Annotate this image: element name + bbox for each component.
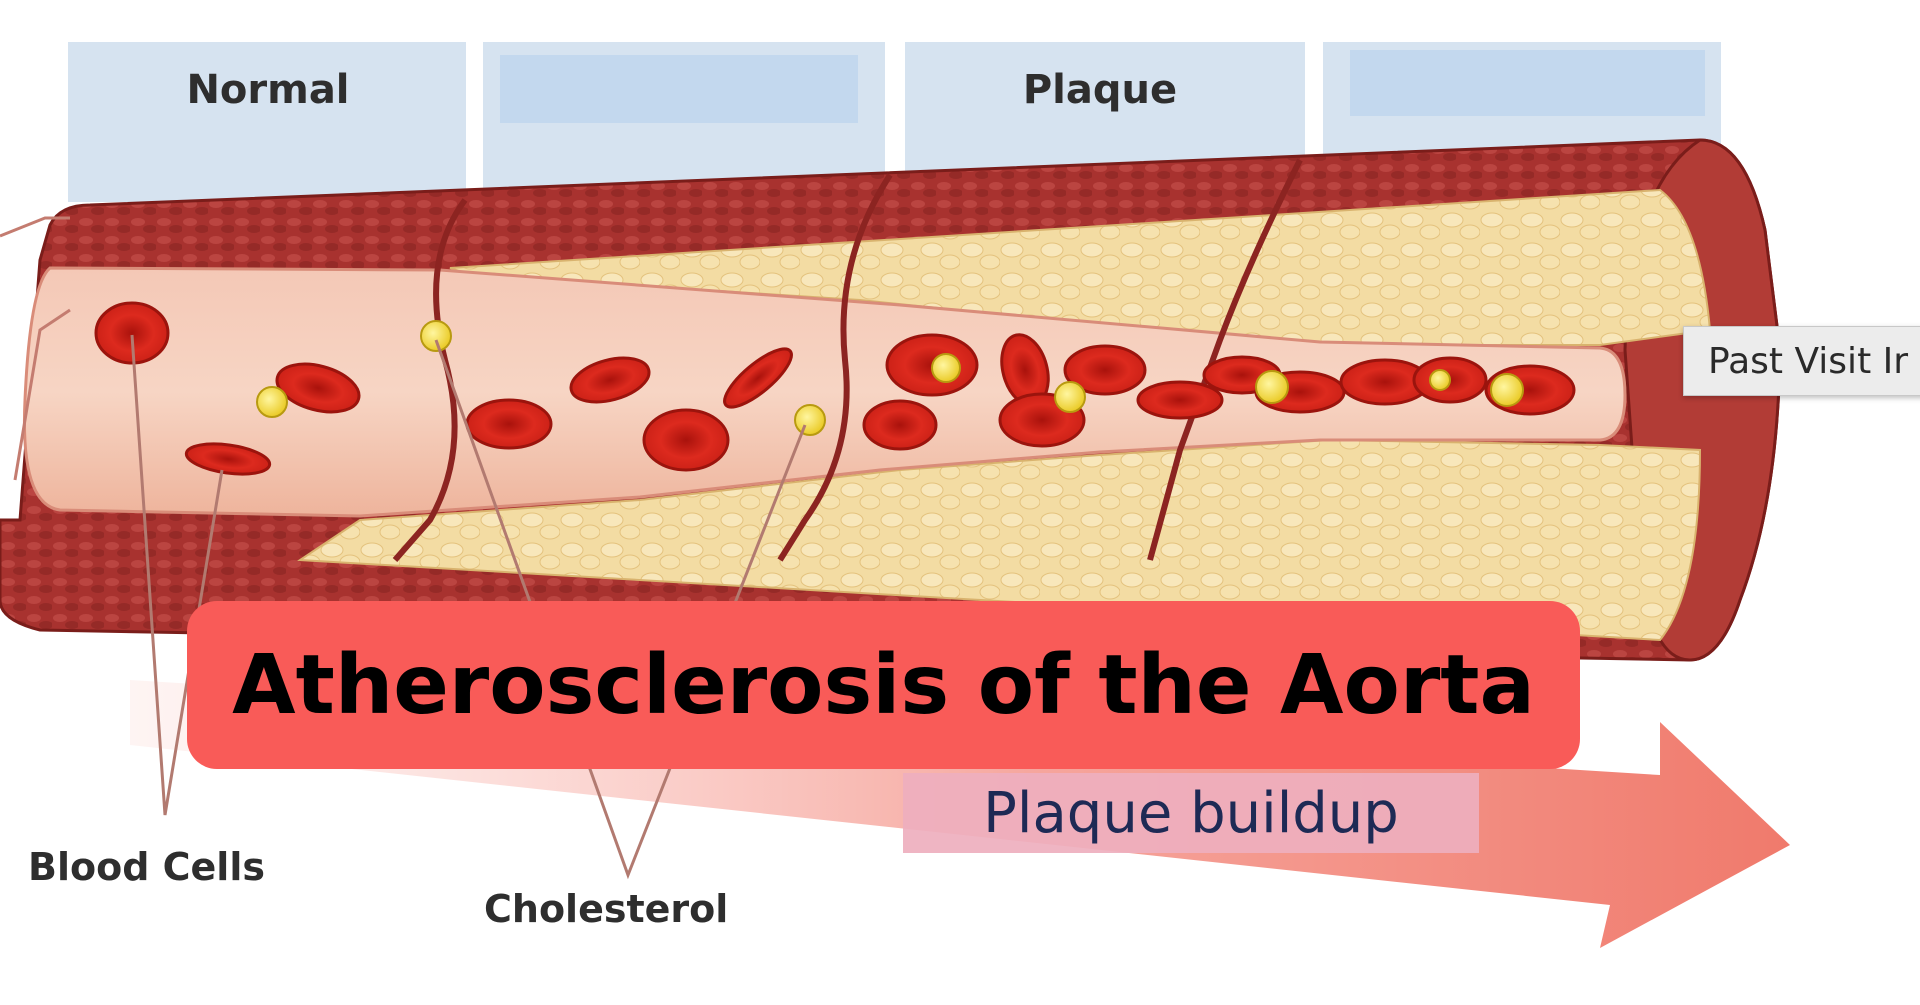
- stage-label-plaque: Plaque: [1023, 67, 1177, 113]
- tooltip-text: Past Visit Ir: [1708, 340, 1909, 382]
- cholesterol-particles: [256, 320, 1524, 436]
- title-banner: Atherosclerosis of the Aorta: [187, 601, 1580, 769]
- blood-cell: [184, 442, 272, 476]
- blood-cell: [862, 399, 938, 451]
- stage-label-normal: Normal: [186, 67, 349, 113]
- cholesterol-particle: [256, 386, 288, 418]
- segment-divider-3: [1147, 158, 1303, 561]
- segment-divider-1: [392, 198, 468, 562]
- callout-label-blood-cells: Blood Cells: [28, 845, 265, 889]
- cholesterol-particle: [420, 320, 452, 352]
- blood-cell: [569, 356, 651, 404]
- edge-bracket: [0, 216, 70, 238]
- cholesterol-particle: [1429, 369, 1451, 391]
- stage-header-normal: [68, 42, 466, 202]
- cholesterol-particle: [1054, 381, 1086, 413]
- segment-divider-2: [777, 173, 893, 562]
- plaque-buildup-label-box: Plaque buildup: [903, 773, 1479, 853]
- stage-header-2-placeholder: [500, 55, 858, 123]
- blood-cell: [723, 347, 793, 409]
- plaque-buildup-label: Plaque buildup: [983, 780, 1399, 846]
- blood-cells: [94, 301, 1576, 476]
- blood-cell: [1063, 344, 1147, 396]
- callout-label-cholesterol: Cholesterol: [484, 887, 728, 931]
- blood-cell: [642, 408, 730, 472]
- blood-cell: [465, 398, 553, 450]
- cholesterol-particle: [794, 404, 826, 436]
- past-visit-tooltip: Past Visit Ir: [1683, 326, 1920, 396]
- cholesterol-particle: [931, 353, 961, 383]
- leader-line-cholesterol: [434, 339, 807, 880]
- edge-bracket: [13, 308, 71, 481]
- blood-cell: [1136, 380, 1224, 420]
- leader-line-blood-cells: [130, 334, 224, 816]
- blood-cell: [94, 301, 170, 365]
- cholesterol-particle: [1490, 373, 1524, 407]
- blood-cell: [275, 362, 361, 414]
- cholesterol-particle: [1255, 370, 1289, 404]
- stage-header-4-placeholder: [1350, 50, 1705, 116]
- page-title: Atherosclerosis of the Aorta: [232, 637, 1535, 733]
